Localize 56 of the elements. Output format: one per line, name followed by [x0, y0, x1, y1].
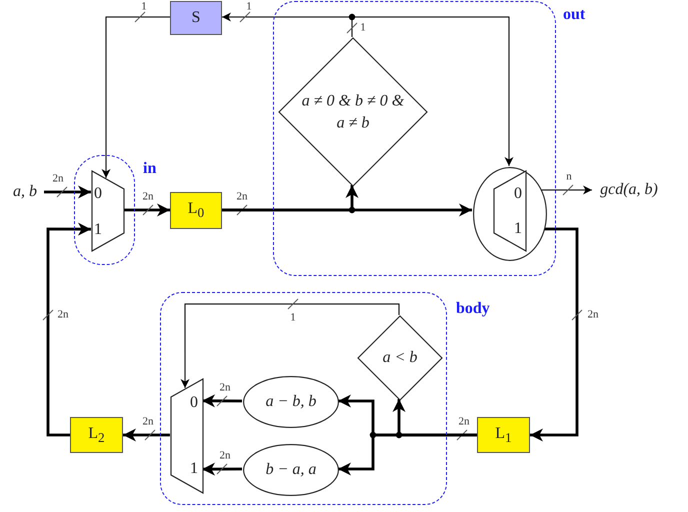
- bus-width-label: 1: [290, 312, 296, 324]
- bus-width-label: 1: [141, 2, 147, 12]
- connector-arrow: [202, 394, 242, 408]
- operation-ellipse: [243, 444, 339, 496]
- input-index: 0: [513, 186, 523, 202]
- bus-width-label: 2n: [142, 192, 154, 202]
- register-name: L$_{1}$: [495, 426, 512, 444]
- condition-text: a ≠ 0 & b ≠ 0 & a ≠ b: [300, 91, 406, 133]
- bus-width-label: 2n: [458, 416, 470, 428]
- multiplexer-shape: [171, 379, 203, 493]
- group-heading: in: [143, 161, 156, 177]
- connector-arrow: [123, 428, 170, 442]
- register-box: [70, 417, 123, 453]
- operation-text: b − a, a: [264, 460, 318, 480]
- register-box: [170, 1, 222, 35]
- bus-width-label: 2n: [220, 450, 230, 462]
- bus-width-label: n: [566, 172, 572, 182]
- connector-arrow: [123, 203, 170, 216]
- connector-arrow: [338, 434, 477, 476]
- bus-width-label: 2n: [236, 192, 248, 202]
- group-heading: body: [456, 301, 490, 317]
- connector-arrow: [540, 186, 592, 194]
- input-index: 0: [189, 395, 199, 411]
- decision-diamond: [358, 316, 442, 400]
- input-index: 0: [93, 186, 103, 202]
- group-heading: out: [563, 7, 586, 23]
- multiplexer-shape: [92, 171, 124, 251]
- connector-arrow: [102, 16, 170, 178]
- decision-diamond: [279, 38, 427, 186]
- bus-width-label: 2n: [142, 416, 154, 428]
- operation-ellipse: [243, 376, 339, 428]
- connector-arrow: [222, 204, 472, 216]
- input-index: 1: [93, 222, 103, 238]
- input-index: 1: [513, 221, 523, 237]
- bus-width-label: 1: [246, 2, 252, 12]
- signal-label: a, b: [13, 184, 37, 200]
- signal-label: gcd(a, b): [600, 182, 658, 198]
- connector-arrow: [46, 222, 91, 436]
- register-box: [170, 192, 222, 229]
- register-name: L$_{2}$: [88, 426, 105, 444]
- register-name: S: [192, 10, 200, 26]
- register-box: [477, 417, 530, 453]
- operation-text: a − b, b: [264, 392, 318, 412]
- input-index: 1: [189, 461, 199, 477]
- register-name: L$_{0}$: [188, 201, 204, 220]
- condition-text: a < b: [382, 348, 418, 368]
- connector-arrow: [44, 186, 91, 198]
- multiplexer-ellipse: [473, 167, 547, 261]
- bus-width-label: 1: [360, 22, 366, 34]
- connector-arrow: [530, 228, 578, 442]
- connector-arrow: [202, 462, 242, 476]
- connector-arrow: [180, 304, 400, 389]
- bus-width-label: 2n: [52, 174, 64, 184]
- bus-width-label: 2n: [220, 382, 230, 394]
- bus-width-label: 2n: [588, 310, 598, 320]
- bus-width-label: 2n: [58, 310, 68, 320]
